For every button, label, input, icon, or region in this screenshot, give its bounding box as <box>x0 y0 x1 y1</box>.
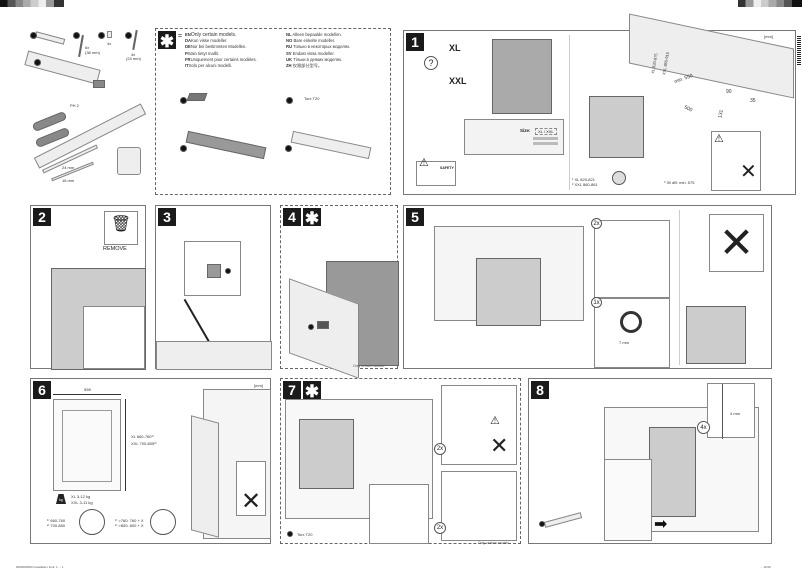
safety-manual-icon: ⚠ SAFETY <box>416 157 456 186</box>
rating-plate: Size: XL / XXL <box>464 119 564 155</box>
push-arrow-icon: ➡ <box>654 516 668 533</box>
step-1-panel: 1 XL ? XXL Size: XL / XXL ⚠ SAFETY [mm] … <box>403 13 796 195</box>
dishwasher-top-illustration <box>156 341 272 370</box>
dishwasher-installed-illustration <box>686 306 746 364</box>
tape-measure-icon <box>117 147 141 175</box>
step-6-panel: 6 [mm] 598 XL 660-760¹⁾ XXL 700-805²⁾ kg… <box>30 378 271 544</box>
star-icon: ✱ <box>303 208 321 228</box>
step-4-panel: 4 ✱ Only certain models. <box>280 205 399 379</box>
cross-icon: ✕ <box>490 433 509 458</box>
part-1-strip <box>34 31 66 45</box>
weight-icon: kg <box>56 494 66 504</box>
detail-circle <box>79 509 105 535</box>
door-illustration <box>191 415 219 538</box>
detail-inset <box>369 484 429 544</box>
dishwasher-illustration <box>649 427 696 517</box>
divider <box>569 35 570 190</box>
furniture-door-illustration <box>604 459 652 541</box>
foot-icon <box>612 171 626 185</box>
rear-adjust-inset <box>594 298 670 368</box>
clip-part-6 <box>186 93 208 101</box>
furniture-panel-illustration <box>53 399 121 491</box>
barcode <box>797 35 801 65</box>
dishwasher-front-illustration <box>589 96 644 158</box>
warning-icon: ⚠ <box>714 133 724 145</box>
dishwasher-illustration <box>492 39 552 114</box>
rotate-icon <box>620 311 642 333</box>
language-list-left: ENOnly certain models. DAKun visse model… <box>185 32 257 69</box>
language-list-right: NL Alleen bepaalde modellen. NO Bare enk… <box>286 32 351 69</box>
star-icon: ✱ <box>158 31 176 51</box>
bolt-icon <box>132 29 138 51</box>
print-color-bar-right <box>738 0 802 7</box>
question-icon: ? <box>424 56 438 70</box>
side-inset-top: ⚠ ✕ <box>441 385 517 465</box>
warning-icon: ⚠ <box>490 415 500 427</box>
clip-part-6 <box>317 321 329 329</box>
dishwasher-illustration <box>299 419 354 489</box>
warning-icon: ⚠ <box>419 157 429 169</box>
side-inset-bottom <box>441 471 517 541</box>
only-certain-models-box: ✱ = ENOnly certain models. DAKun visse m… <box>155 28 391 195</box>
dishwasher-illustration <box>476 258 541 326</box>
no-bend-inset: ✕ <box>709 214 764 272</box>
step-8-panel: 8 ➡ 4 mm 4x <box>528 378 772 544</box>
fixing-inset: ✕ <box>236 461 266 516</box>
step-5-panel: 5 2x 1x 7 mm ✕ <box>403 205 772 369</box>
cross-icon: ✕ <box>740 161 757 183</box>
foot-adjust-inset <box>594 220 670 298</box>
step-2-panel: 2 🗑 REMOVE <box>30 205 146 370</box>
detail-circle <box>150 509 176 535</box>
gap-inset: 4 mm <box>707 383 755 439</box>
screw-icon <box>78 34 84 58</box>
print-color-bar-left <box>0 0 64 7</box>
cap-icon <box>107 31 112 38</box>
parts-and-tools: 6x (38 mm) 4x 4x (24 mm) PH 2 24 mm 16 m… <box>0 25 150 195</box>
step-3-panel: 3 <box>155 205 272 370</box>
hand-inset <box>83 306 145 369</box>
part-5-tape <box>24 50 101 85</box>
strip-part-9 <box>543 512 583 528</box>
strip-part-9 <box>290 130 372 160</box>
cutting-tape-inset <box>184 241 241 296</box>
star-icon: ✱ <box>303 381 321 401</box>
warning-inset: ⚠ ✕ <box>711 131 761 191</box>
strip-part-8 <box>185 130 267 160</box>
step-7-panel: 7 ✱ Torx T20 ⚠ ✕ 2x 2x Only certain mode… <box>280 378 521 545</box>
footer: 9000000000 Installation Instr. 1 ... 1 .… <box>0 563 802 575</box>
recycle-bin-icon: 🗑 <box>104 211 138 245</box>
